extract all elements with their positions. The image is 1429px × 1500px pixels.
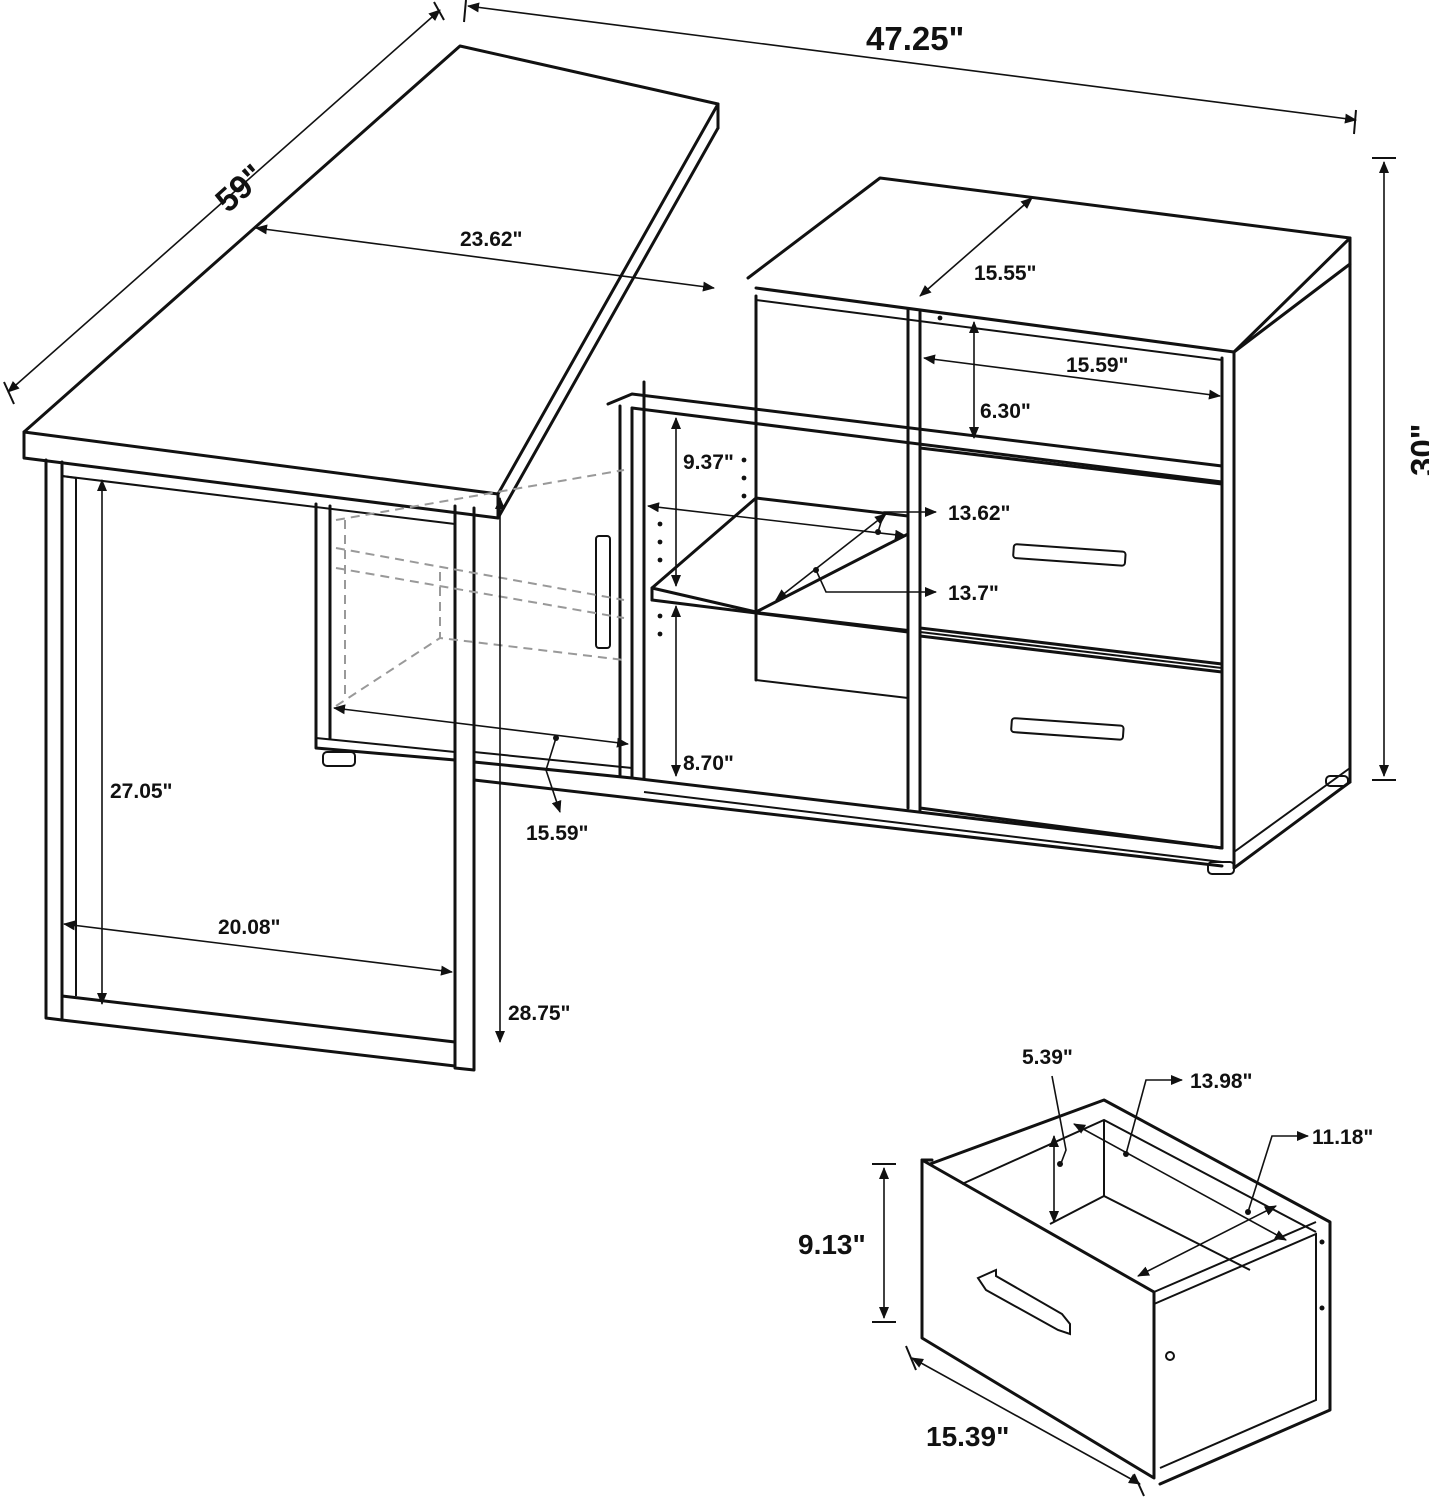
label-total-height: 30" xyxy=(1404,424,1429,476)
label-shelf-width: 13.62" xyxy=(948,502,1011,525)
label-drawer-height: 9.13" xyxy=(798,1229,866,1260)
label-cabinet-depth: 15.55" xyxy=(974,262,1037,285)
label-cabinet-interior-width: 15.59" xyxy=(526,822,589,845)
label-cubby-height: 6.30" xyxy=(980,400,1031,423)
label-drawer-interior-height: 5.39" xyxy=(1022,1046,1073,1069)
label-shelf-lower-height: 8.70" xyxy=(683,752,734,775)
label-shelf-depth: 13.7" xyxy=(948,582,999,605)
label-drawer-interior-width: 11.18" xyxy=(1312,1126,1373,1149)
label-drawer-width: 15.39" xyxy=(926,1421,1009,1452)
label-desk-height: 28.75" xyxy=(508,1002,571,1025)
label-top-depth: 23.62" xyxy=(460,228,523,251)
right-cabinet xyxy=(472,176,1352,875)
label-leg-width: 20.08" xyxy=(218,916,281,939)
desk-top xyxy=(22,44,720,520)
leg-frame xyxy=(44,458,476,1072)
label-total-depth: 59" xyxy=(208,157,272,220)
dimension-lines xyxy=(3,0,1396,1497)
dimension-labels: 59" 47.25" 30" 23.62" 15.55" 15.59" 6.30… xyxy=(110,20,1429,1452)
label-total-width: 47.25" xyxy=(866,20,964,57)
label-cubby-width: 15.59" xyxy=(1066,354,1129,377)
label-shelf-upper-height: 9.37" xyxy=(683,451,734,474)
label-leg-clearance-height: 27.05" xyxy=(110,780,173,803)
label-drawer-interior-depth: 13.98" xyxy=(1190,1070,1253,1093)
